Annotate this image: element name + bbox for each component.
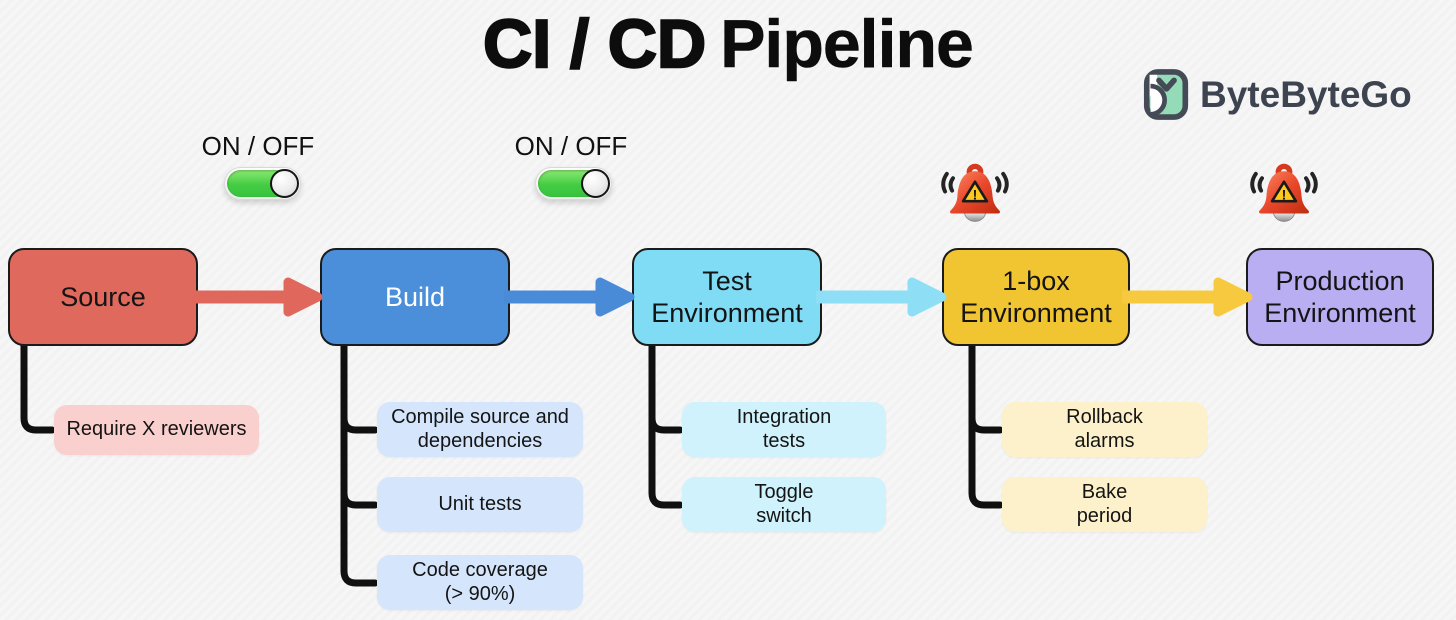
toggle-knob <box>270 169 299 198</box>
substep-compile-source: Compile source and dependencies <box>377 402 583 457</box>
substep-rollback-alarms: Rollback alarms <box>1002 402 1207 457</box>
substep-code-coverage: Code coverage (> 90%) <box>377 555 583 610</box>
svg-text:!: ! <box>1282 186 1287 202</box>
alarm-bell-icon: ! <box>1250 163 1318 222</box>
stage-build: Build <box>320 248 510 346</box>
brand-name: ByteByteGo <box>1200 73 1412 115</box>
toggle-build-test[interactable] <box>535 167 612 200</box>
stage-test-environment: Test Environment <box>632 248 822 346</box>
stage-production-environment: Production Environment <box>1246 248 1434 346</box>
toggle-label: ON / OFF <box>201 131 315 161</box>
bytebytego-icon <box>1143 69 1189 120</box>
brand-logo: ByteByteGo <box>1143 68 1412 121</box>
arrow-1box-to-production <box>1122 277 1253 317</box>
substep-bake-period: Bake period <box>1002 477 1207 532</box>
substep-require-x-reviewers: Require X reviewers <box>54 405 259 455</box>
arrow-test-to-1box <box>816 277 947 317</box>
stage-1box-environment: 1-box Environment <box>942 248 1130 346</box>
stage-source: Source <box>8 248 198 346</box>
title-pipeline: Pipeline <box>720 6 974 83</box>
toggle-source-build[interactable] <box>224 167 301 200</box>
alarm-bell-icon: ! <box>941 163 1009 222</box>
arrow-build-to-test <box>504 277 635 317</box>
toggle-knob <box>581 169 610 198</box>
arrow-source-to-build <box>192 277 323 317</box>
substep-toggle-switch: Toggle switch <box>682 477 886 532</box>
substep-unit-tests: Unit tests <box>377 477 583 532</box>
substep-integration-tests: Integration tests <box>682 402 886 457</box>
title-cicd: CI / CD <box>482 5 707 83</box>
toggle-label: ON / OFF <box>514 131 628 161</box>
svg-text:!: ! <box>973 186 978 202</box>
